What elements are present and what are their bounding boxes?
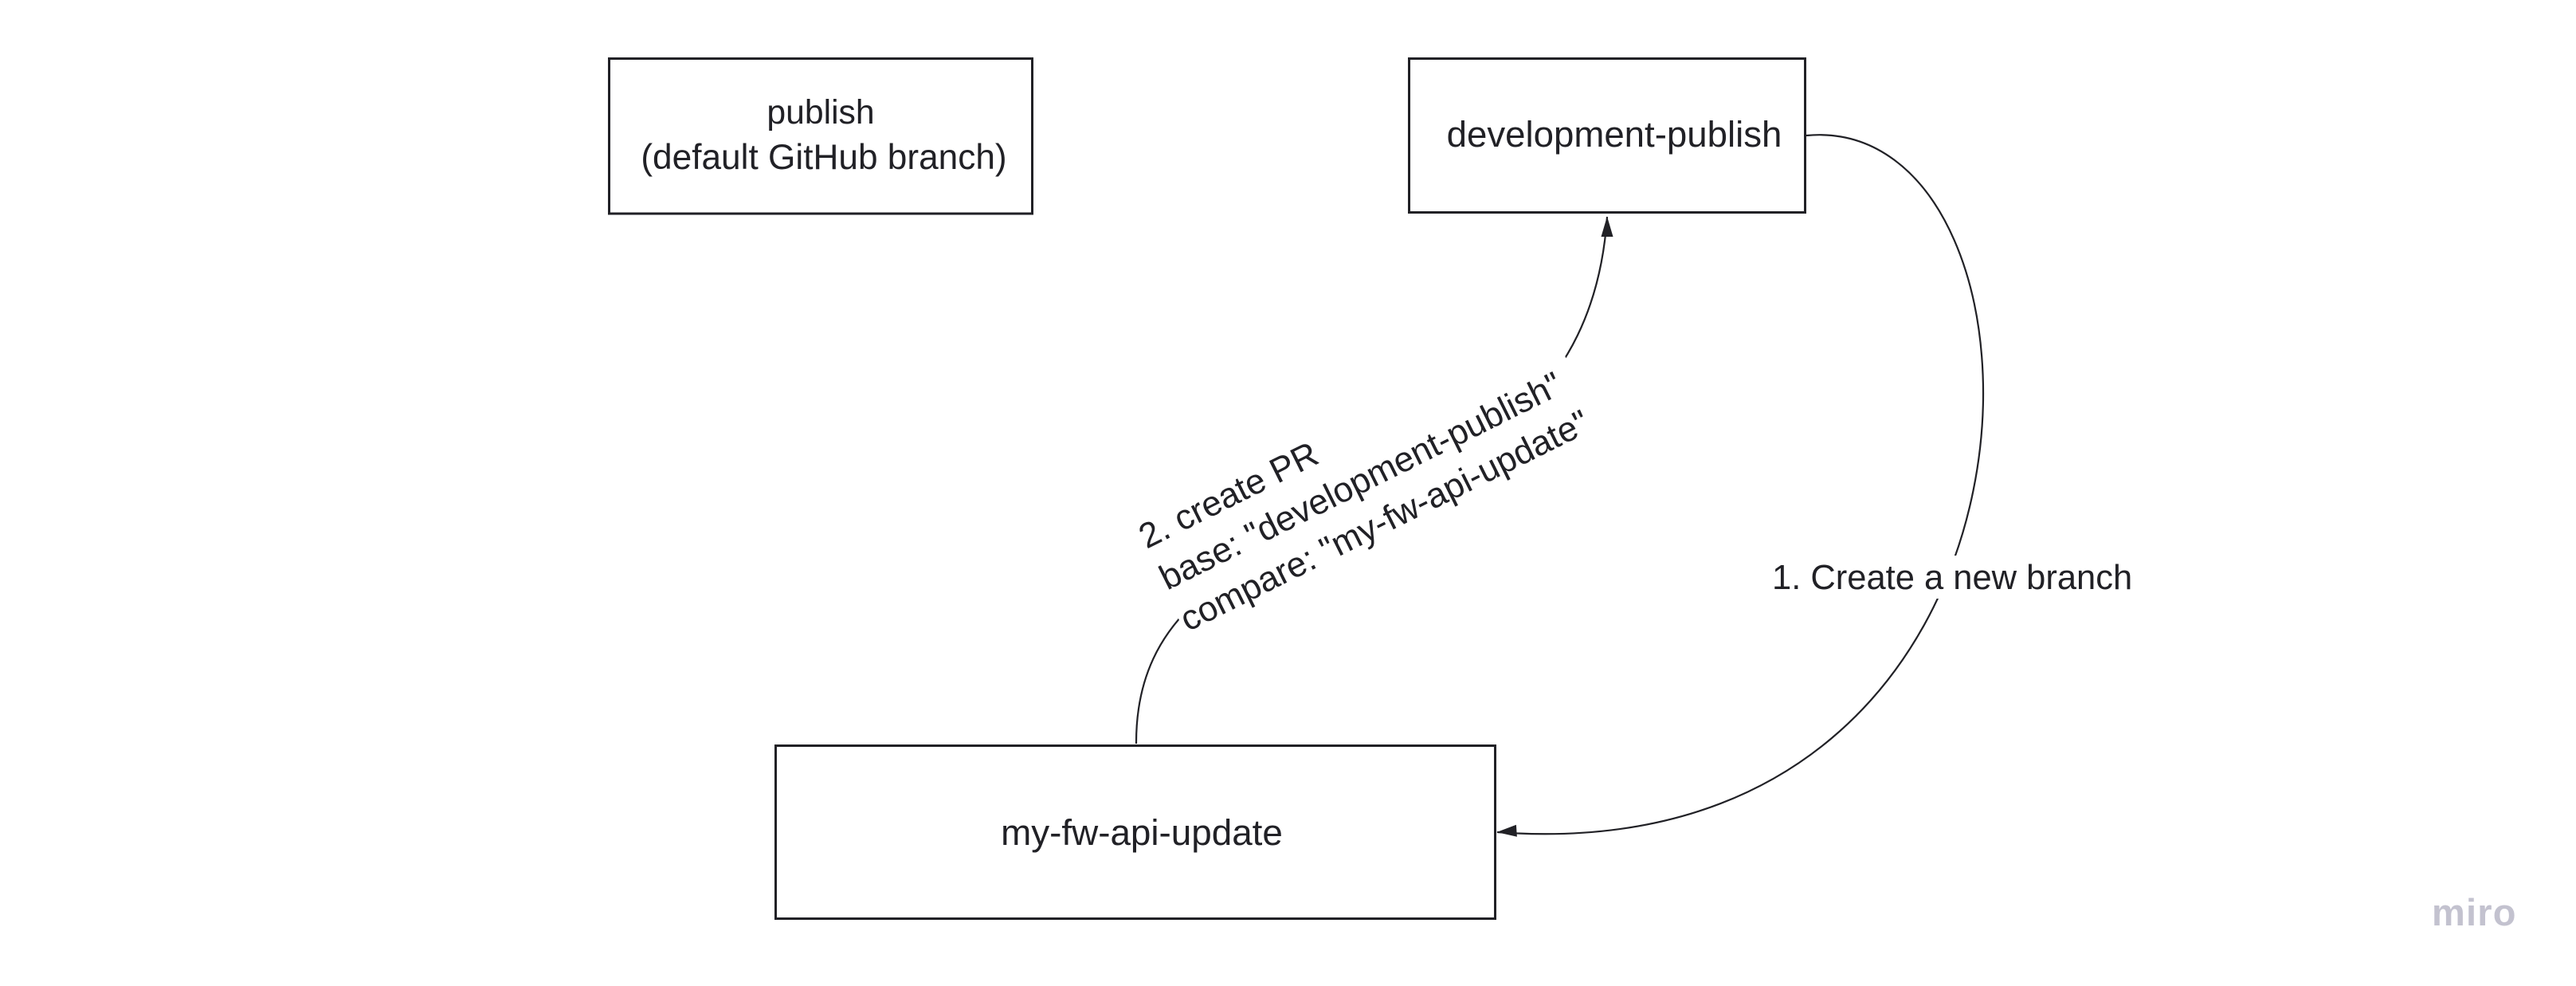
svg-text:miro: miro — [2432, 891, 2517, 933]
svg-text:my-fw-api-update: my-fw-api-update — [1001, 812, 1283, 853]
svg-text:1. Create a new branch: 1. Create a new branch — [1772, 559, 2132, 597]
svg-text:development-publish: development-publish — [1447, 114, 1782, 155]
svg-text:(default GitHub branch): (default GitHub branch) — [641, 138, 1006, 177]
svg-text:publish: publish — [767, 93, 874, 132]
